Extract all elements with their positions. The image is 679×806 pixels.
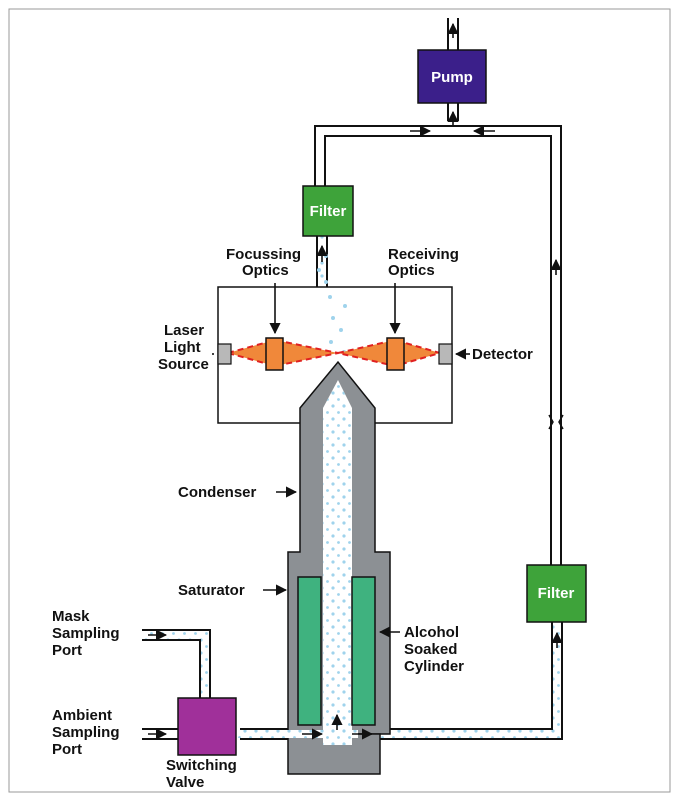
flow-arrows [148, 22, 563, 740]
receiving-lens [386, 337, 405, 371]
filter-right-box: Filter [526, 564, 587, 623]
filter-right-label: Filter [538, 585, 575, 602]
frame-border [8, 8, 671, 793]
condenser-label: Condenser [178, 484, 257, 501]
alcohol-cylinder-right [351, 576, 376, 726]
saturator-label: Saturator [178, 582, 245, 599]
focussing-lens [265, 337, 284, 371]
pump-label: Pump [431, 69, 473, 86]
mask-port-label-1: Mask [52, 608, 90, 625]
laser-label-2: Light [164, 339, 201, 356]
switching-valve-label-1: Switching [166, 757, 237, 774]
receiving-optics-label-2: Optics [388, 262, 435, 279]
ambient-port-label-2: Sampling [52, 724, 120, 741]
laser-label-1: Laser [164, 322, 204, 339]
alcohol-cylinder-left [297, 576, 322, 726]
receiving-optics-label-1: Receiving [388, 246, 459, 263]
alcohol-label-1: Alcohol [404, 624, 459, 641]
mask-port-label-3: Port [52, 642, 82, 659]
focussing-optics-label-2: Optics [242, 262, 289, 279]
alcohol-label-2: Soaked [404, 641, 457, 658]
ambient-port-label-1: Ambient [52, 707, 112, 724]
ambient-port-label-3: Port [52, 741, 82, 758]
filter-top-box: Filter [302, 185, 354, 237]
filter-top-label: Filter [310, 203, 347, 220]
detector-block [438, 343, 453, 365]
alcohol-label-3: Cylinder [404, 658, 464, 675]
switching-valve-box [177, 697, 237, 756]
switching-valve-label-2: Valve [166, 774, 204, 791]
laser-label-3: Source [158, 356, 209, 373]
laser-source-block [217, 343, 232, 365]
focussing-optics-label-1: Focussing [226, 246, 301, 263]
detector-label: Detector [472, 346, 533, 363]
pump-box: Pump [417, 49, 487, 104]
text-labels: Focussing Optics Receiving Optics Laser … [52, 246, 533, 791]
mask-port-label-2: Sampling [52, 625, 120, 642]
